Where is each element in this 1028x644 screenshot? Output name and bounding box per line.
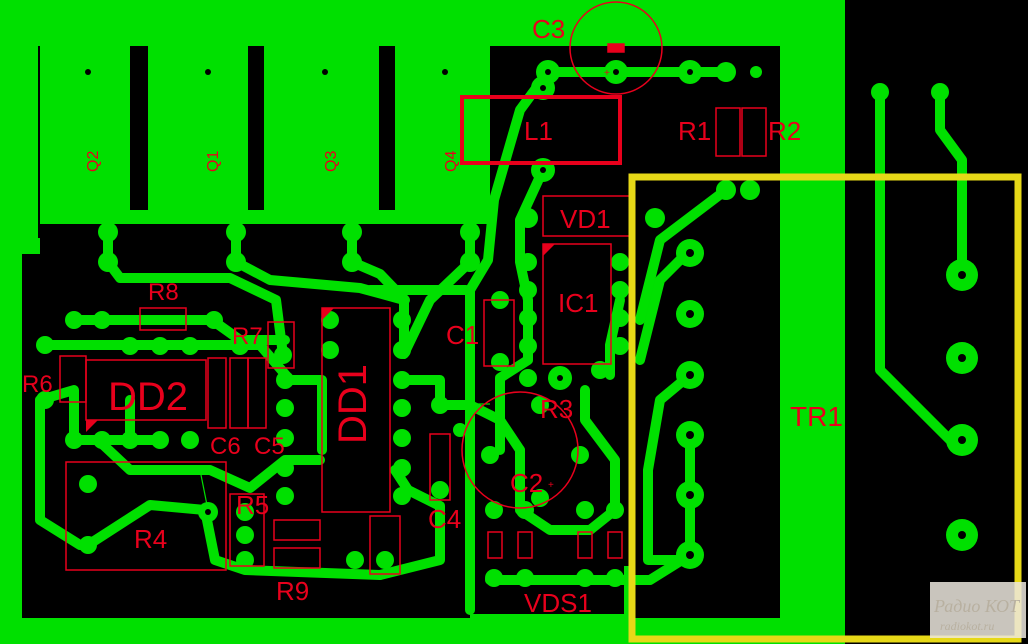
label-c3: C3 [532,14,565,44]
pad-holes [85,69,966,559]
tr1-copper [780,188,844,618]
label-r4: R4 [134,524,167,554]
watermark: Радио КОТ radiokot.ru [930,582,1026,638]
label-c4: C4 [428,504,461,534]
label-ic1: IC1 [558,288,598,318]
label-r3: R3 [540,394,573,424]
label-q4: Q4 [443,151,460,172]
label-r7: R7 [232,323,263,350]
c2-plus-sign: + [548,480,554,491]
label-c1: C1 [446,320,479,350]
label-l1: L1 [524,116,553,146]
label-c2: C2 [510,468,543,498]
label-vds1: VDS1 [524,588,592,618]
label-r2: R2 [768,116,801,146]
label-c5: C5 [254,433,285,460]
pin1-markers [86,244,555,432]
silkscreen-labels: C3 L1 R1 R2 Q2 Q1 Q3 Q4 VD1 IC1 C1 R8 R7… [22,14,843,618]
watermark-sub: radiokot.ru [940,619,994,633]
label-r9: R9 [276,576,309,606]
c3-plus-sign: + [604,68,610,79]
label-c6: C6 [210,433,241,460]
label-tr1: TR1 [790,401,843,432]
label-dd1: DD1 [331,364,375,444]
tr1-outline [628,173,1022,643]
watermark-main: Радио КОТ [933,596,1021,616]
silkscreen-outlines [59,1,767,575]
label-r6: R6 [22,371,53,398]
label-q3: Q3 [323,151,340,172]
label-q2: Q2 [85,151,102,172]
transistor-pads [52,122,480,200]
label-dd2: DD2 [108,375,188,419]
label-r1: R1 [678,116,711,146]
label-vd1: VD1 [560,204,611,234]
label-r8: R8 [148,279,179,306]
label-r5: R5 [236,490,269,520]
label-q1: Q1 [205,151,222,172]
